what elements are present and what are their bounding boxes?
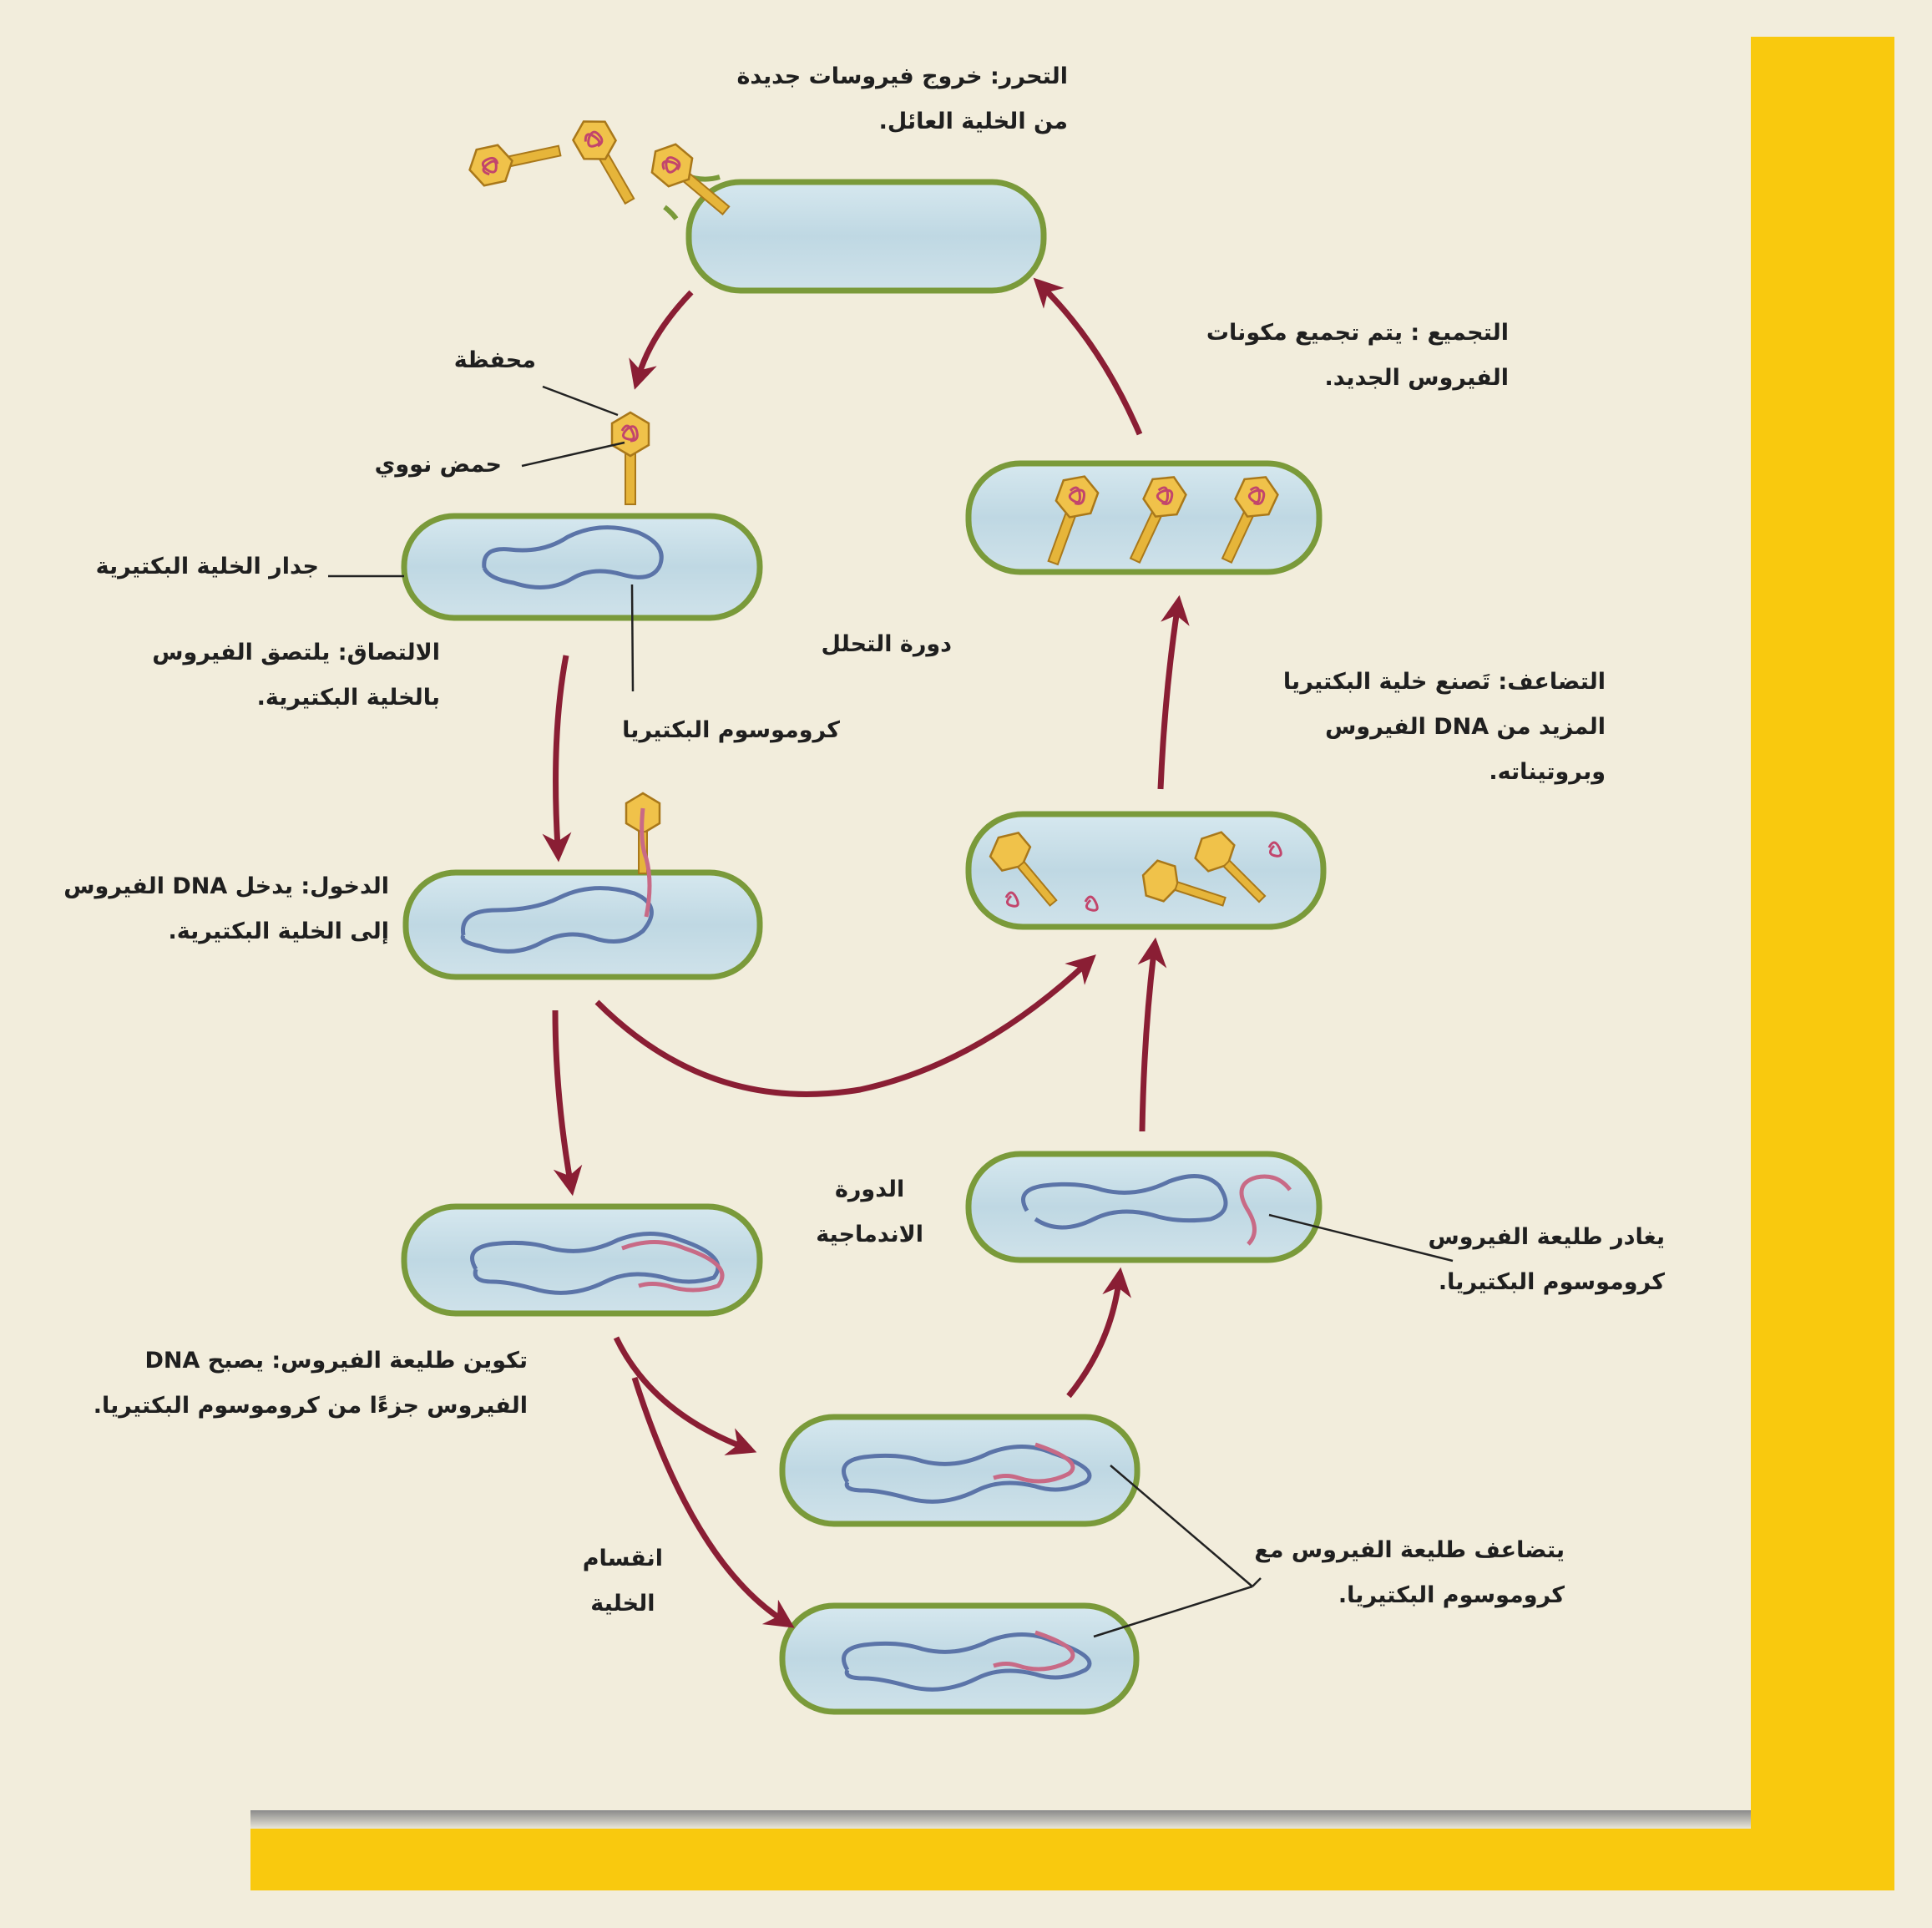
dividing-cell-b xyxy=(779,1602,1140,1715)
attaching-virus-icon xyxy=(610,411,650,506)
bacterial-chromosome-label: كروموسوم البكتيريا xyxy=(622,717,840,743)
nucleic-acid-label: حمض نووي xyxy=(374,452,502,478)
release-cell xyxy=(663,173,1047,294)
leader-lines xyxy=(328,385,1454,1638)
prophage-formation-label: تكوين طليعة الفيروس: يصبح DNA الفيروس جز… xyxy=(93,1348,528,1419)
prophage-exit-cell xyxy=(965,1151,1323,1263)
prophage-cell xyxy=(401,1203,763,1317)
assembly-label: التجميع : يتم تجميع مكونات الفيروس الجدي… xyxy=(1206,320,1509,391)
cell-division-label: انقسام الخلية xyxy=(582,1546,663,1617)
prophage-replication-label: يتضاعف طليعة الفيروس مع كروموسوم البكتير… xyxy=(1254,1537,1565,1608)
attachment-label: الالتصاق: يلتصق الفيروس بالخلية البكتيري… xyxy=(152,640,440,711)
release-label: التحرر: خروج فيروسات جديدة من الخلية الع… xyxy=(736,63,1068,134)
entry-label: الدخول: يدخل DNA الفيروس إلى الخلية البك… xyxy=(63,873,389,944)
replication-label: التضاعف: تَصنع خلية البكتيريا المزيد من … xyxy=(1282,669,1606,785)
attachment-cell xyxy=(401,513,763,621)
prophage-exit-label: يغادر طليعة الفيروس كروموسوم البكتيريا. xyxy=(1428,1224,1666,1295)
cell-wall-label: جدار الخلية البكتيرية xyxy=(95,554,319,579)
frame-bottom-bar xyxy=(250,1829,1894,1890)
lysogenic-cycle-label: الدورة الاندماجية xyxy=(816,1177,923,1247)
lytic-cycle-label: دورة التحلل xyxy=(821,631,952,657)
replication-cell xyxy=(965,811,1327,930)
capsid-label: محفظة xyxy=(453,347,536,373)
cycle-arrows xyxy=(542,277,1190,1628)
injecting-virus-icon xyxy=(625,792,661,918)
dividing-cell-a xyxy=(779,1414,1140,1527)
entry-cell xyxy=(402,869,763,980)
frame-shadow xyxy=(250,1810,1751,1829)
assembly-cell xyxy=(965,460,1323,575)
frame-right-bar xyxy=(1751,37,1894,1890)
